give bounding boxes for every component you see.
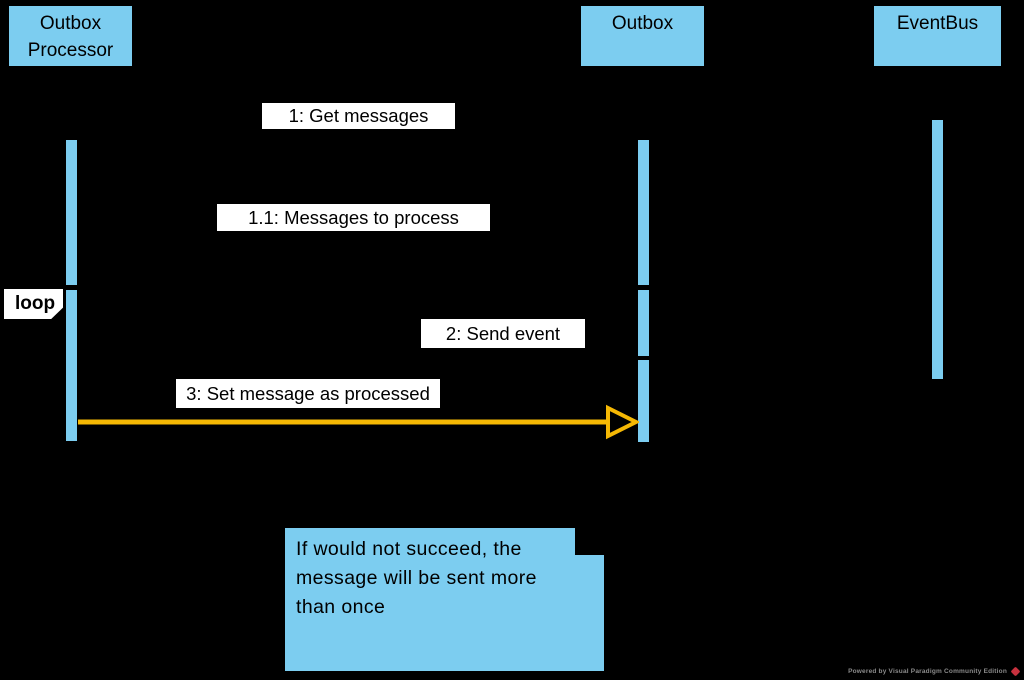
message-label-send-event: 2: Send event (421, 319, 585, 348)
actor-label-outbox: Outbox (611, 13, 674, 34)
watermark: Powered by Visual Paradigm Community Edi… (848, 666, 1022, 677)
message-label-get-messages: 1: Get messages (262, 103, 455, 129)
watermark-text: Powered by Visual Paradigm Community Edi… (848, 668, 1007, 675)
actor-label-outbox-processor: Outbox Processor (27, 13, 114, 61)
message-text: 3: Set message as processed (186, 382, 430, 404)
message-text: 1.1: Messages to process (248, 206, 459, 228)
activation-bar-outbox-1 (637, 139, 650, 286)
activation-bar-eventbus (931, 119, 944, 380)
message-label-messages-to-process: 1.1: Messages to process (217, 204, 490, 231)
message-arrow-set-message-processed (78, 404, 639, 440)
message-text: 2: Send event (445, 322, 561, 344)
note-line: message will be sent more (296, 567, 537, 589)
activation-bar-outbox-2 (637, 289, 650, 357)
note-box: If would not succeed, the message will b… (285, 528, 604, 671)
actor-label-eventbus: EventBus (896, 13, 979, 34)
actor-box-outbox: Outbox (580, 5, 705, 67)
actor-box-outbox-processor: Outbox Processor (8, 5, 133, 67)
activation-bar-outbox-3 (637, 359, 650, 443)
activation-bar-outbox-processor-1 (65, 139, 78, 286)
note-line: If would not succeed, the (296, 538, 522, 560)
message-text: 1: Get messages (288, 105, 429, 126)
loop-fragment-label: loop (4, 289, 63, 319)
message-label-set-message-processed: 3: Set message as processed (176, 379, 440, 408)
actor-box-eventbus: EventBus (873, 5, 1002, 67)
visual-paradigm-logo-icon (1010, 666, 1021, 677)
note-line: than once (296, 596, 386, 618)
activation-bar-outbox-processor-2 (65, 289, 78, 442)
